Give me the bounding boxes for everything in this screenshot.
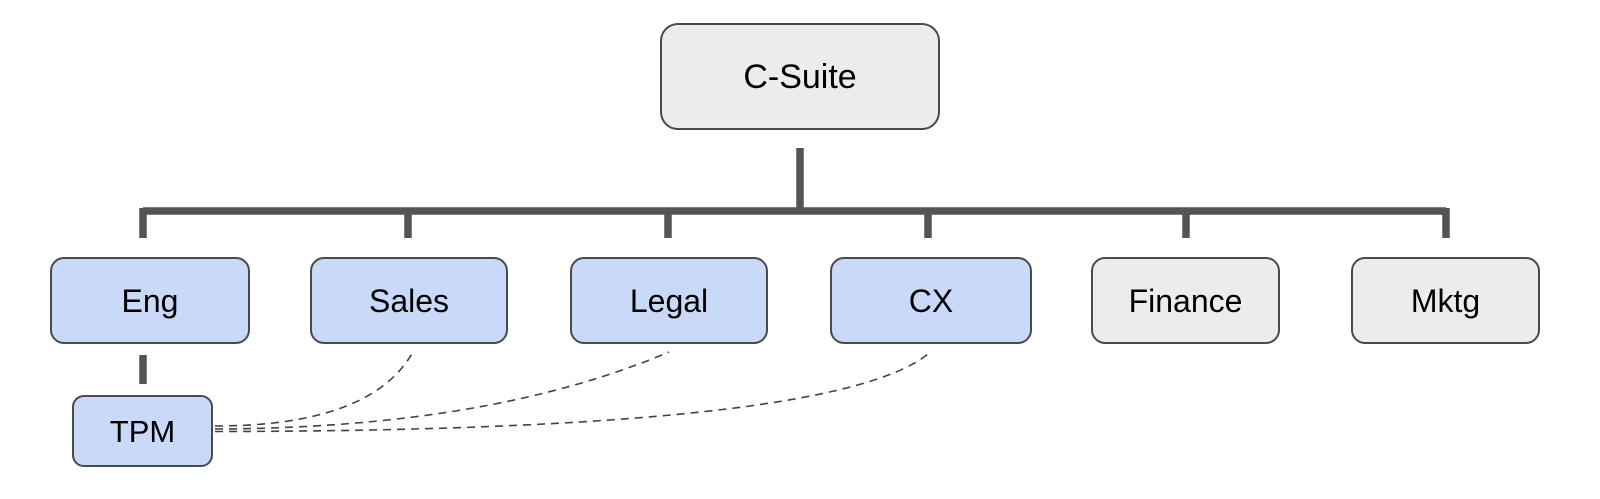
node-mktg: Mktg — [1351, 257, 1540, 344]
node-finance: Finance — [1091, 257, 1280, 344]
node-legal: Legal — [570, 257, 768, 344]
node-mktg-label: Mktg — [1410, 282, 1481, 319]
node-eng-label: Eng — [121, 282, 179, 319]
node-c-suite: C-Suite — [660, 23, 940, 130]
edge-tpm-legal-dashed — [214, 351, 670, 430]
node-cx: CX — [830, 257, 1032, 344]
node-c-suite-label: C-Suite — [743, 57, 857, 96]
node-cx-label: CX — [908, 282, 954, 319]
node-sales: Sales — [310, 257, 508, 344]
node-tpm-label: TPM — [109, 413, 176, 449]
edge-tpm-cx-dashed — [214, 353, 929, 433]
node-legal-label: Legal — [629, 282, 709, 319]
node-eng: Eng — [50, 257, 250, 344]
node-finance-label: Finance — [1128, 282, 1243, 319]
node-tpm: TPM — [72, 395, 213, 467]
edge-tpm-sales-dashed — [214, 351, 414, 427]
node-sales-label: Sales — [368, 282, 450, 319]
